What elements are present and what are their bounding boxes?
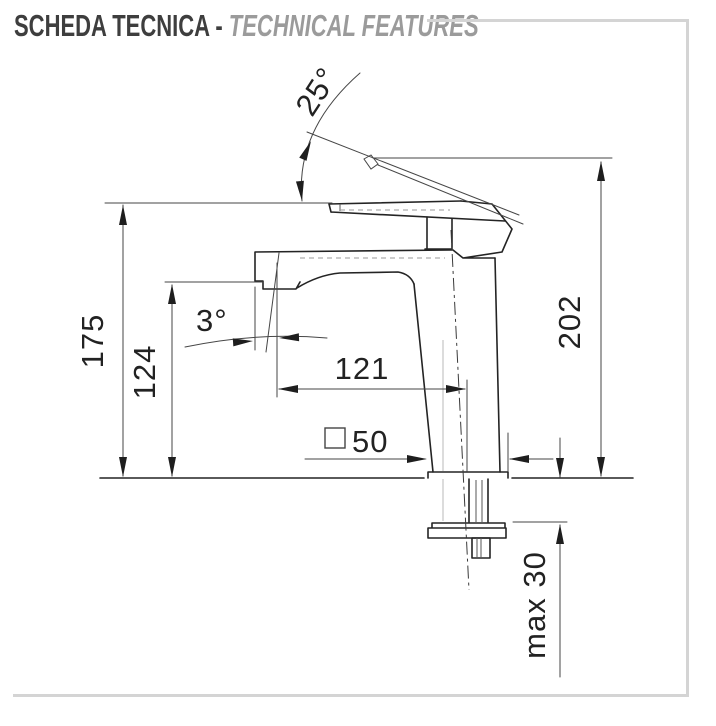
dimension-base-50: 50 — [304, 424, 554, 472]
dimension-handle-angle: 25° — [289, 61, 361, 202]
lever-handle-closed — [328, 200, 506, 222]
dimension-height-202: 202 — [372, 157, 613, 477]
dimension-label-25: 25° — [289, 61, 346, 122]
spout — [254, 249, 453, 290]
dimension-label-202: 202 — [552, 295, 587, 350]
title-italian: SCHEDA TECNICA - — [14, 8, 229, 43]
threaded-shank — [468, 478, 489, 523]
dimension-height-124: 124 — [127, 281, 264, 477]
arrowhead — [299, 141, 311, 161]
dimension-label-max30: max 30 — [517, 551, 552, 659]
neck — [424, 216, 453, 250]
body-column — [413, 257, 501, 473]
dimension-label-50: 50 — [352, 424, 388, 459]
square-symbol — [324, 427, 346, 449]
base-flange — [427, 471, 509, 479]
hidden-lines — [300, 209, 450, 259]
dimension-max-30: max 30 — [512, 437, 568, 678]
dimension-label-3: 3° — [196, 303, 228, 338]
frame-border-bottom — [13, 694, 689, 697]
dimension-label-175: 175 — [75, 314, 110, 369]
dimension-reach-121: 121 — [276, 262, 468, 472]
dimension-spout-angle: 3° — [184, 252, 328, 353]
fixing-washer — [427, 522, 507, 539]
faucet-outline — [99, 200, 634, 591]
frame-border-right — [686, 19, 689, 697]
angle-arc — [184, 335, 328, 348]
arrowhead — [295, 180, 304, 201]
frame-border-top — [427, 19, 689, 22]
fixing-nut — [471, 537, 491, 559]
cartridge-block — [452, 200, 513, 259]
centerline — [450, 229, 470, 591]
dimension-label-124: 124 — [127, 345, 162, 400]
lever-handle-open — [306, 131, 524, 225]
title-english: TECHNICAL FEATURES — [228, 8, 479, 43]
dimension-label-121: 121 — [335, 351, 390, 386]
page-title: SCHEDA TECNICA - TECHNICAL FEATURES — [14, 8, 479, 44]
dimension-height-175: 175 — [75, 202, 333, 477]
